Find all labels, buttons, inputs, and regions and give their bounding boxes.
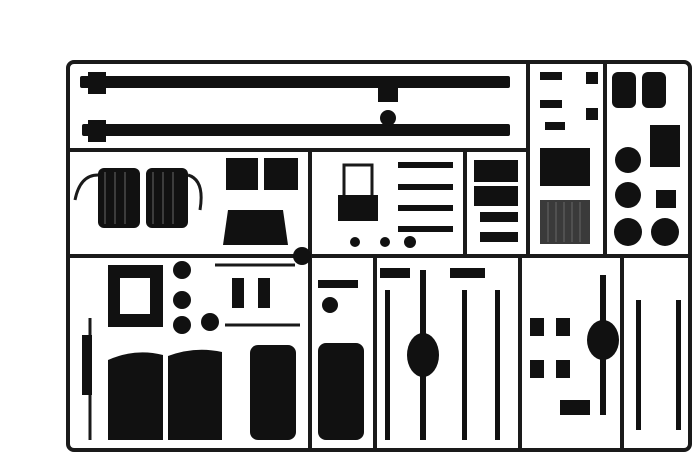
rear-mudguard-right <box>168 349 222 440</box>
small-parts-row <box>350 162 453 248</box>
mirror-parts <box>215 263 300 327</box>
cab-panels <box>223 158 298 245</box>
knobs <box>173 261 219 334</box>
step-bar <box>82 335 92 395</box>
battery-boxes <box>474 160 518 242</box>
axle-brackets <box>530 318 590 415</box>
chassis-rail-lower <box>82 110 510 142</box>
fuel-tank-right <box>318 343 364 440</box>
fender-bracket <box>73 173 203 211</box>
steering-parts <box>318 280 358 313</box>
sprue-gate <box>293 247 311 265</box>
rear-axle <box>587 275 619 415</box>
chassis-rail-upper <box>80 72 510 102</box>
fuel-tank-left <box>250 345 296 440</box>
brake-discs <box>614 125 680 246</box>
drive-shafts <box>385 290 500 440</box>
seat-assembly <box>338 163 378 221</box>
front-fender-right <box>146 168 188 228</box>
fifth-wheel-plate <box>108 265 163 327</box>
sprue-frame <box>66 60 692 452</box>
brackets-small <box>540 72 598 130</box>
leaf-springs <box>636 300 681 430</box>
front-axle <box>380 268 485 440</box>
air-tanks <box>612 72 666 108</box>
steps-and-grille <box>540 148 590 244</box>
front-fender-left <box>98 168 140 228</box>
rear-mudguard-left <box>108 352 163 440</box>
